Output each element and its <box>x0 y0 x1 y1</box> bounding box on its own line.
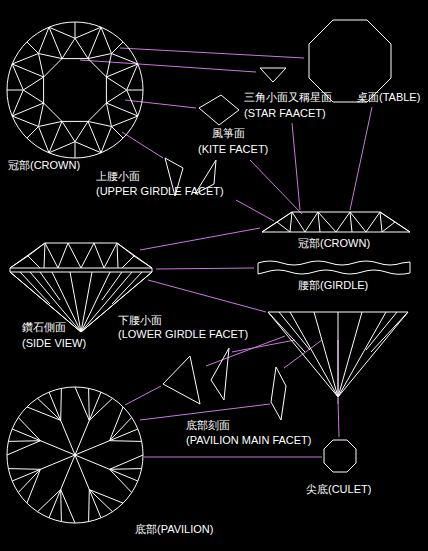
part-label: 底部刻面 <box>186 419 230 432</box>
part-label: 冠部(CROWN) <box>8 159 80 172</box>
part-label: (SIDE VIEW) <box>22 337 86 350</box>
part-label: (STAR FAACET) <box>244 107 326 120</box>
part-label: 底部(PAVILION) <box>135 523 213 536</box>
generated-facets <box>7 22 143 523</box>
part-label: 下腰小面 <box>118 314 162 327</box>
part-label: 鑽石側面 <box>22 321 66 334</box>
part-label: 冠部(CROWN) <box>298 237 370 250</box>
part-label: 腰部(GIRDLE) <box>298 279 368 292</box>
part-label: 風箏面 <box>212 127 245 140</box>
leader-lines <box>80 48 372 457</box>
part-label: 尖底(CULET) <box>306 483 371 496</box>
facet-shapes <box>10 20 410 472</box>
part-label: (LOWER GIRDLE FACET) <box>118 328 248 341</box>
part-label: 上腰小面 <box>96 170 140 183</box>
part-label: (UPPER GIRDLE FACET) <box>96 185 224 198</box>
part-label: 桌面(TABLE) <box>357 91 420 104</box>
part-label: (KITE FACET) <box>198 143 268 156</box>
part-label: 三角小面又稱星面 <box>244 91 332 104</box>
part-label: (PAVILION MAIN FACET) <box>186 434 312 447</box>
